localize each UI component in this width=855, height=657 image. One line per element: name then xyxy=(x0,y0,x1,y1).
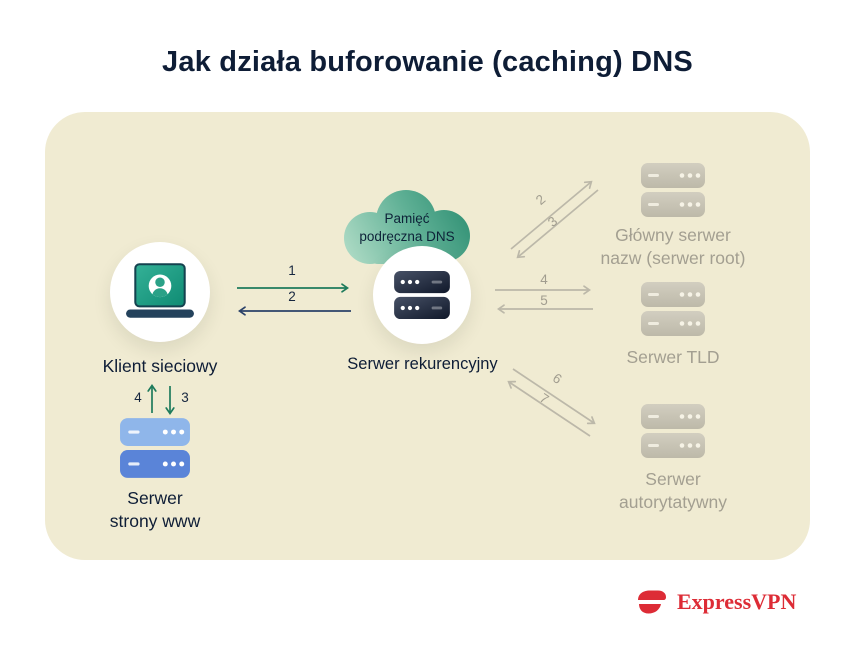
web-server-icon xyxy=(120,418,190,478)
expressvpn-logo: ExpressVPN xyxy=(632,589,796,615)
step-label-web-to-client: 4 xyxy=(134,390,142,405)
laptop-icon xyxy=(126,263,194,318)
client-node xyxy=(110,242,210,342)
recursive-server-node xyxy=(373,246,471,344)
root-server-icon xyxy=(641,163,705,217)
root-server-label: Główny serwer nazw (serwer root) xyxy=(600,225,746,269)
authoritative-server-label: Serwer autorytatywny xyxy=(619,469,727,513)
expressvpn-logo-icon xyxy=(638,590,666,614)
recursive-server-icon xyxy=(394,270,450,320)
step-label-tld-to-recursive: 5 xyxy=(540,293,548,308)
client-label: Klient sieciowy xyxy=(102,356,218,376)
expressvpn-logo-text: ExpressVPN xyxy=(677,589,797,614)
page-title: Jak działa buforowanie (caching) DNS xyxy=(162,46,693,78)
cache-cloud-label: Pamięć podręczna DNS xyxy=(359,211,455,244)
recursive-server-label: Serwer rekurencyjny xyxy=(347,355,498,373)
step-label-recursive-to-client: 2 xyxy=(288,289,296,304)
web-server-label: Serwer strony www xyxy=(109,488,201,532)
step-label-client-to-web: 3 xyxy=(181,390,189,405)
tld-server-icon xyxy=(641,282,705,336)
step-label-client-to-recursive: 1 xyxy=(288,263,296,278)
tld-server-label: Serwer TLD xyxy=(626,347,720,367)
authoritative-server-icon xyxy=(641,404,705,458)
step-label-recursive-to-tld: 4 xyxy=(540,272,548,287)
